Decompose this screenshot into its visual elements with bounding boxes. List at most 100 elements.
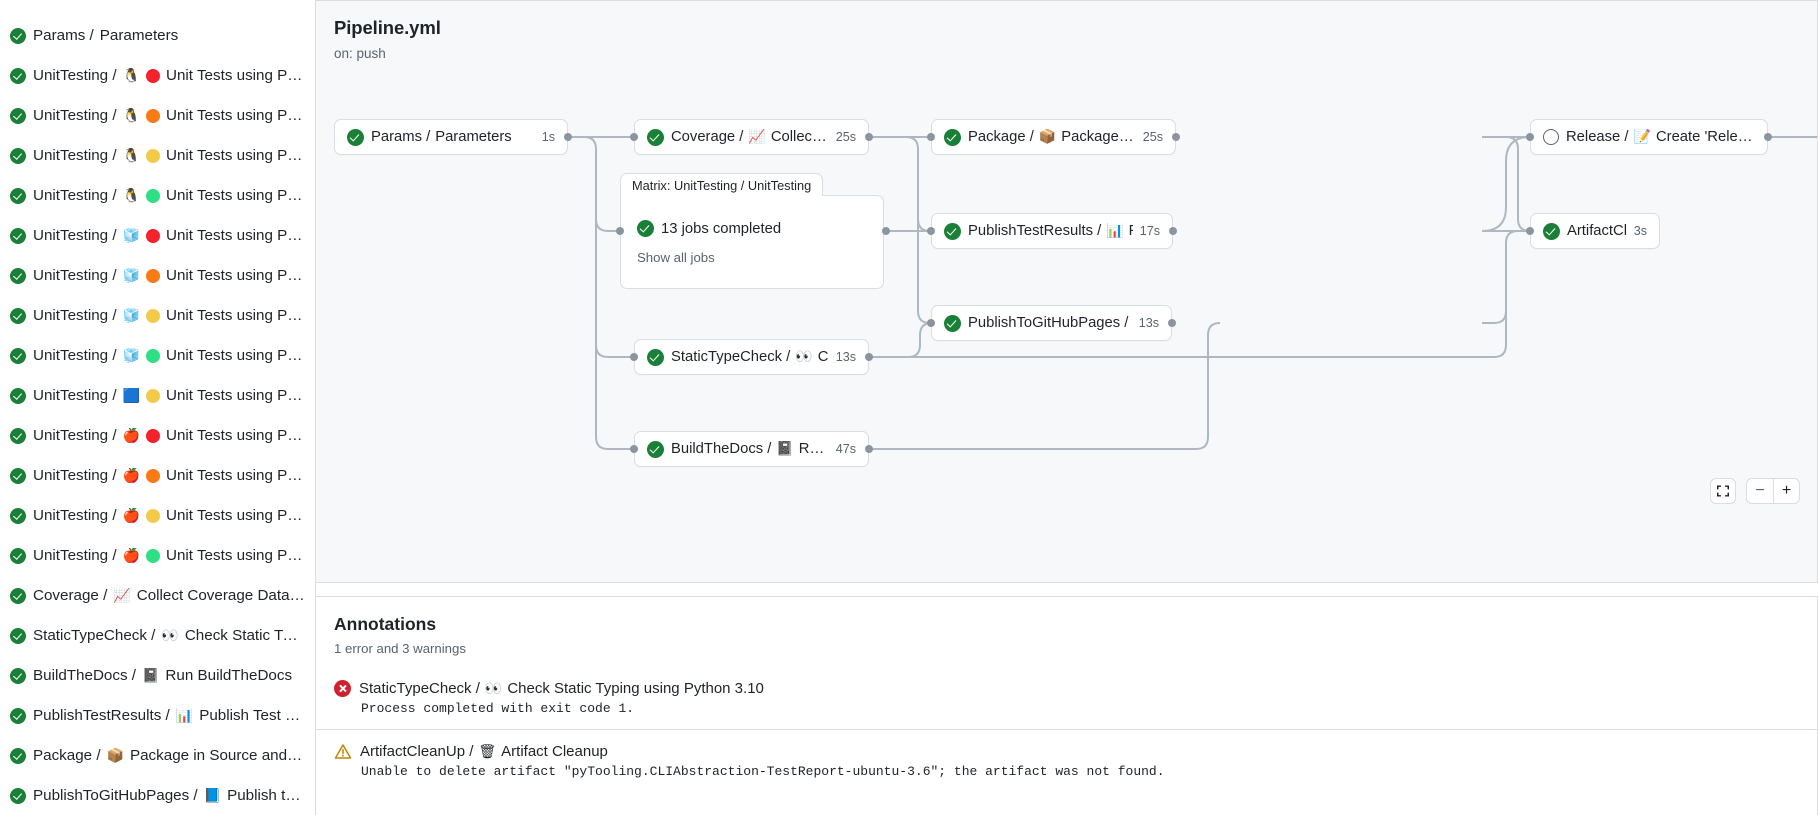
- success-check-icon: [10, 468, 26, 484]
- show-all-jobs-link[interactable]: Show all jobs: [637, 250, 715, 265]
- annotation-job-name: ArtifactCleanUp / 🗑Artifact Cleanup: [360, 743, 608, 760]
- graph-node-text: Collect Cove...: [770, 129, 829, 145]
- graph-node-output-pin: [564, 133, 572, 141]
- sidebar-job-item[interactable]: PublishToGitHubPages / 📘Publish to G...: [0, 776, 315, 815]
- sidebar-job-item[interactable]: Package / 📦Package in Source and Wh...: [0, 736, 315, 776]
- sidebar-job-item[interactable]: UnitTesting / 🧊Unit Tests using Pyth...: [0, 296, 315, 336]
- sidebar-job-item[interactable]: UnitTesting / 🐧Unit Tests using Pyth...: [0, 136, 315, 176]
- sidebar-job-item[interactable]: UnitTesting / 🧊Unit Tests using Pyth...: [0, 216, 315, 256]
- sidebar-job-prefix: UnitTesting /: [33, 428, 117, 444]
- zoom-button-group[interactable]: − +: [1746, 478, 1800, 504]
- sidebar-job-item[interactable]: UnitTesting / 🧊Unit Tests using Pyth...: [0, 256, 315, 296]
- graph-node-ptr[interactable]: PublishTestResults / 📊Pu... 17s: [931, 213, 1173, 249]
- fit-to-screen-button[interactable]: [1710, 478, 1736, 504]
- sidebar-job-item[interactable]: UnitTesting / 🐧Unit Tests using Pyth...: [0, 56, 315, 96]
- job-emoji-icon: 📈: [748, 129, 766, 145]
- annotations-summary: 1 error and 3 warnings: [334, 641, 466, 656]
- graph-node-cleanup[interactable]: ArtifactCleanUp / 🗑Artifac...3s: [1530, 213, 1660, 249]
- os-icon: 🐧: [122, 188, 141, 204]
- zoom-in-button[interactable]: +: [1773, 478, 1800, 504]
- graph-node-label: BuildTheDocs / 📓Run Buil...: [671, 441, 829, 457]
- matrix-group-body[interactable]: 13 jobs completed Show all jobs: [620, 195, 884, 289]
- graph-node-docs[interactable]: BuildTheDocs / 📓Run Buil...47s: [634, 431, 869, 467]
- sidebar-job-text: Run BuildTheDocs: [165, 668, 293, 684]
- sidebar-job-label: Package / 📦Package in Source and Wh...: [33, 748, 305, 763]
- graph-node-label: Package / 📦Package in So...: [968, 129, 1136, 145]
- graph-node-input-pin: [927, 227, 935, 235]
- success-check-icon: [10, 388, 26, 404]
- annotation-step-name: Artifact Cleanup: [501, 743, 608, 760]
- success-check-icon: [10, 788, 26, 804]
- graph-node-text: Run Buil...: [798, 441, 829, 457]
- success-check-icon: [10, 148, 26, 164]
- os-icon: 📊: [175, 708, 194, 724]
- success-check-icon: [10, 108, 26, 124]
- sidebar-job-item[interactable]: Coverage / 📈Collect Coverage Data usi...: [0, 576, 315, 616]
- graph-node-duration: 17s: [1139, 224, 1160, 238]
- graph-node-label: PublishTestResults / 📊Pu...: [968, 223, 1133, 239]
- sidebar-job-prefix: UnitTesting /: [33, 228, 117, 244]
- sidebar-job-prefix: UnitTesting /: [33, 188, 117, 204]
- graph-node-text: Package in So...: [1061, 129, 1135, 145]
- sidebar-job-item[interactable]: StaticTypeCheck / 👀Check Static Typing..…: [0, 616, 315, 656]
- zoom-out-button[interactable]: −: [1746, 478, 1773, 504]
- os-icon: 🍎: [122, 548, 141, 564]
- annotation-step-name: Check Static Typing using Python 3.10: [507, 680, 764, 697]
- graph-node-label: Release / 📝Create 'Release P...: [1566, 129, 1755, 145]
- sidebar-job-prefix: Params /: [33, 28, 94, 44]
- graph-node-package[interactable]: Package / 📦Package in So...25s: [931, 119, 1176, 155]
- sidebar-job-label: UnitTesting / 🍎Unit Tests using Pyth...: [33, 548, 305, 563]
- sidebar-job-item[interactable]: UnitTesting / 🧊Unit Tests using Pyth...: [0, 336, 315, 376]
- sidebar-job-prefix: UnitTesting /: [33, 308, 117, 324]
- os-icon: 🧊: [122, 228, 141, 244]
- sidebar-job-item[interactable]: UnitTesting / 🍎Unit Tests using Pyth...: [0, 456, 315, 496]
- graph-node-coverage[interactable]: Coverage / 📈Collect Cove...25s: [634, 119, 869, 155]
- sidebar-job-item[interactable]: UnitTesting / 🍎Unit Tests using Pyth...: [0, 496, 315, 536]
- graph-node-output-pin: [865, 353, 873, 361]
- graph-node-output-pin: [1172, 133, 1180, 141]
- os-icon: 🍎: [122, 508, 141, 524]
- annotations-panel: Annotations 1 error and 3 warnings Stati…: [316, 596, 1818, 815]
- sidebar-job-item[interactable]: UnitTesting / 🐧Unit Tests using Pyth...: [0, 176, 315, 216]
- graph-edges: [568, 136, 1817, 450]
- annotation-row[interactable]: StaticTypeCheck / 👀Check Static Typing u…: [316, 667, 1817, 729]
- os-icon: 🧊: [122, 348, 141, 364]
- graph-node-duration: 13s: [1138, 316, 1159, 330]
- job-emoji-icon: 📓: [776, 441, 794, 457]
- os-icon: 🧊: [122, 308, 141, 324]
- sidebar-job-item[interactable]: PublishTestResults / 📊Publish Test Resu.…: [0, 696, 315, 736]
- os-icon: 🐧: [122, 68, 141, 84]
- annotation-emoji-icon: 🗑: [478, 743, 497, 760]
- success-check-icon: [10, 28, 26, 44]
- graph-node-release[interactable]: Release / 📝Create 'Release P...: [1530, 119, 1768, 155]
- graph-node-duration: 3s: [1633, 224, 1647, 238]
- sidebar-job-item[interactable]: UnitTesting / 🍎Unit Tests using Pyth...: [0, 536, 315, 576]
- sidebar-job-prefix: PublishTestResults /: [33, 708, 170, 724]
- annotation-message: Process completed with exit code 1.: [361, 701, 635, 716]
- annotation-header: ArtifactCleanUp / 🗑Artifact Cleanup: [334, 743, 1800, 760]
- success-check-icon: [10, 268, 26, 284]
- annotation-emoji-icon: 👀: [484, 680, 503, 697]
- graph-node-stc[interactable]: StaticTypeCheck / 👀Chec...13s: [634, 339, 869, 375]
- sidebar-job-prefix: UnitTesting /: [33, 468, 117, 484]
- sidebar-job-item[interactable]: UnitTesting / 🐧Unit Tests using Pyth...: [0, 96, 315, 136]
- graph-node-text: Create 'Release P...: [1655, 129, 1755, 145]
- job-emoji-icon: 👀: [795, 349, 813, 365]
- success-check-icon: [10, 548, 26, 564]
- matrix-group[interactable]: Matrix: UnitTesting / UnitTesting 13 job…: [616, 173, 890, 291]
- graph-node-prefix: Package /: [968, 129, 1034, 145]
- python-version-dot-icon: [146, 348, 161, 363]
- graph-zoom-controls[interactable]: − +: [1710, 478, 1800, 504]
- graph-node-ghpages[interactable]: PublishToGitHubPages / 📘...13s: [931, 305, 1172, 341]
- os-icon: 📘: [203, 788, 222, 804]
- sidebar-job-text: Publish to G...: [227, 788, 305, 804]
- sidebar-job-label: UnitTesting / 🟦Unit Tests using Pyth...: [33, 388, 305, 403]
- sidebar-job-item[interactable]: BuildTheDocs / 📓Run BuildTheDocs: [0, 656, 315, 696]
- sidebar-job-item[interactable]: UnitTesting / 🍎Unit Tests using Pyth...: [0, 416, 315, 456]
- sidebar-job-item[interactable]: UnitTesting / 🟦Unit Tests using Pyth...: [0, 376, 315, 416]
- matrix-input-pin: [616, 227, 624, 235]
- sidebar-job-item[interactable]: Params / Parameters: [0, 16, 315, 56]
